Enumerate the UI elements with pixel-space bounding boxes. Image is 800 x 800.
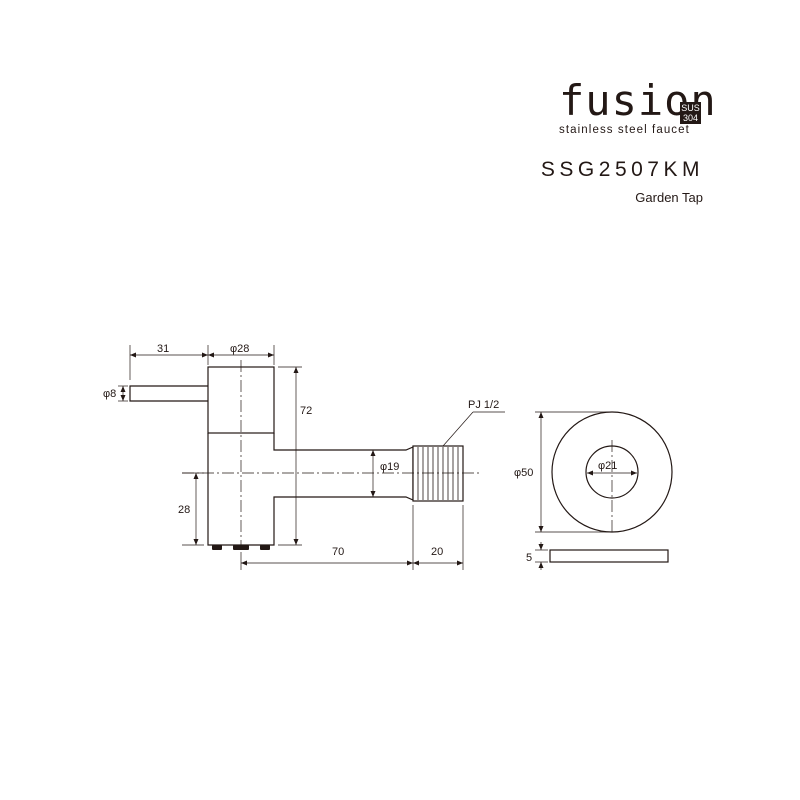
flange-outer-circle: [551, 411, 673, 533]
dim-lever-length: 31: [157, 343, 169, 355]
dim-base-height: 28: [178, 504, 190, 516]
flange-top-view: [551, 411, 673, 533]
brand-logo: fusion SUS 304 stainless steel faucet: [540, 80, 716, 142]
sus304-badge: SUS 304: [680, 102, 701, 124]
dim-spout-length: 70: [332, 546, 344, 558]
dimension-lines: [118, 345, 637, 570]
product-name: Garden Tap: [635, 190, 703, 205]
badge-line-2: 304: [682, 113, 699, 123]
dim-lever-diameter: φ8: [103, 388, 116, 400]
thread-lines: [417, 447, 459, 500]
dim-flange-hole-diameter: φ21: [598, 460, 617, 472]
badge-line-1: SUS: [681, 103, 700, 113]
dim-thread-length: 20: [431, 546, 443, 558]
body-lower-spout: [207, 433, 414, 546]
center-lines: [182, 360, 613, 550]
dim-total-height: 72: [300, 405, 312, 417]
dim-spout-diameter: φ19: [380, 461, 399, 473]
arrowheads: [120, 352, 637, 568]
lever-handle: [129, 385, 208, 402]
model-number: SSG2507KM: [540, 158, 704, 181]
brand-tagline: stainless steel faucet: [559, 124, 690, 136]
dim-body-diameter: φ28: [230, 343, 249, 355]
dim-flange-thickness: 5: [526, 552, 532, 564]
dim-flange-diameter: φ50: [514, 467, 533, 479]
outlet-nubs: [212, 545, 270, 550]
flange-hole-circle: [585, 445, 639, 499]
dim-thread-spec: PJ 1/2: [468, 399, 499, 411]
flange-side-view: [549, 549, 669, 563]
